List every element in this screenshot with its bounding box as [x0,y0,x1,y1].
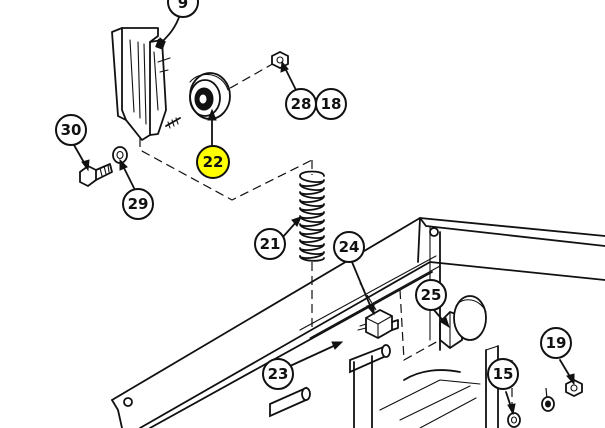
bolt-part [79,163,113,188]
callout-28-label: 28 [291,95,312,113]
switch-part [357,308,399,340]
spring-part [299,170,325,262]
callout-19[interactable]: 19 [540,327,572,359]
callout-15[interactable]: 15 [487,358,519,390]
callout-24[interactable]: 24 [333,231,365,263]
callout-28[interactable]: 28 [285,88,317,120]
callout-23-label: 23 [268,365,289,383]
callout-19-label: 19 [546,334,567,352]
callout-25-label: 25 [421,286,442,304]
callout-18[interactable]: 18 [315,88,347,120]
callout-22-label: 22 [203,153,224,171]
bracket-part [111,27,181,141]
callout-30-label: 30 [61,121,82,139]
callout-22[interactable]: 22 [196,145,230,179]
callout-21-label: 21 [260,235,281,253]
callout-30[interactable]: 30 [55,114,87,146]
callout-15-label: 15 [493,365,514,383]
callout-9-label: 9 [178,0,188,12]
callout-18-label: 18 [321,95,342,113]
callout-24-label: 24 [339,238,360,256]
callout-21[interactable]: 21 [254,228,286,260]
pulley-part [189,72,231,120]
highlight-marker [196,145,230,179]
small-hardware [507,378,583,428]
callout-29-label: 29 [128,195,149,213]
callout-25[interactable]: 25 [415,279,447,311]
callout-29[interactable]: 29 [122,188,154,220]
base-frame-part [111,217,605,428]
callout-9[interactable]: 9 [167,0,199,18]
callout-23[interactable]: 23 [262,358,294,390]
